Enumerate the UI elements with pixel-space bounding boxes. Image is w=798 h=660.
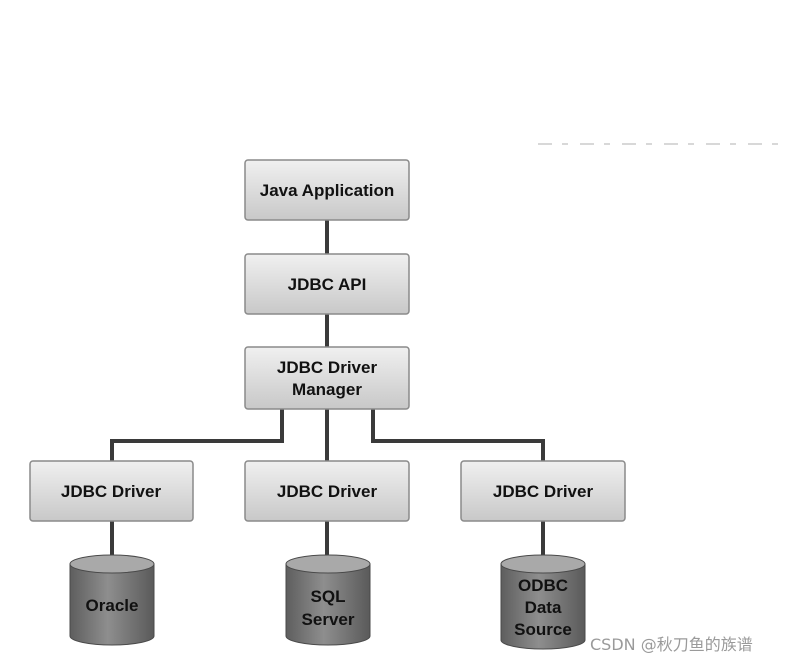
database-sql-server-line-2: Server (302, 610, 355, 629)
node-jdbc-driver-1: JDBC Driver (29, 460, 194, 522)
node-jdbc-driver-manager: JDBC Driver Manager (244, 346, 410, 410)
database-odbc-line-3: Source (514, 620, 572, 639)
node-driver-manager-line-2: Manager (292, 380, 362, 399)
database-odbc-line-1: ODBC (518, 576, 568, 595)
node-jdbc-driver-2: JDBC Driver (244, 460, 410, 522)
node-jdbc-driver-1-label: JDBC Driver (61, 482, 162, 501)
node-java-application: Java Application (244, 159, 410, 221)
connectors (110, 220, 545, 562)
database-oracle: Oracle (69, 554, 155, 646)
node-java-application-label: Java Application (260, 181, 394, 200)
connector-manager-to-driver-1 (110, 409, 284, 461)
database-odbc-data-source: ODBC Data Source (500, 554, 586, 650)
node-jdbc-driver-3: JDBC Driver (460, 460, 626, 522)
node-jdbc-driver-2-label: JDBC Driver (277, 482, 378, 501)
node-jdbc-driver-3-label: JDBC Driver (493, 482, 594, 501)
connector-manager-to-driver-3 (371, 409, 545, 461)
csdn-watermark: CSDN @秋刀鱼的族谱 (590, 635, 753, 654)
database-odbc-line-2: Data (525, 598, 562, 617)
node-jdbc-api-label: JDBC API (288, 275, 367, 294)
node-jdbc-api: JDBC API (244, 253, 410, 315)
database-sql-server: SQL Server (285, 554, 371, 646)
node-driver-manager-line-1: JDBC Driver (277, 358, 378, 377)
database-oracle-label: Oracle (86, 596, 139, 615)
database-sql-server-line-1: SQL (311, 587, 346, 606)
